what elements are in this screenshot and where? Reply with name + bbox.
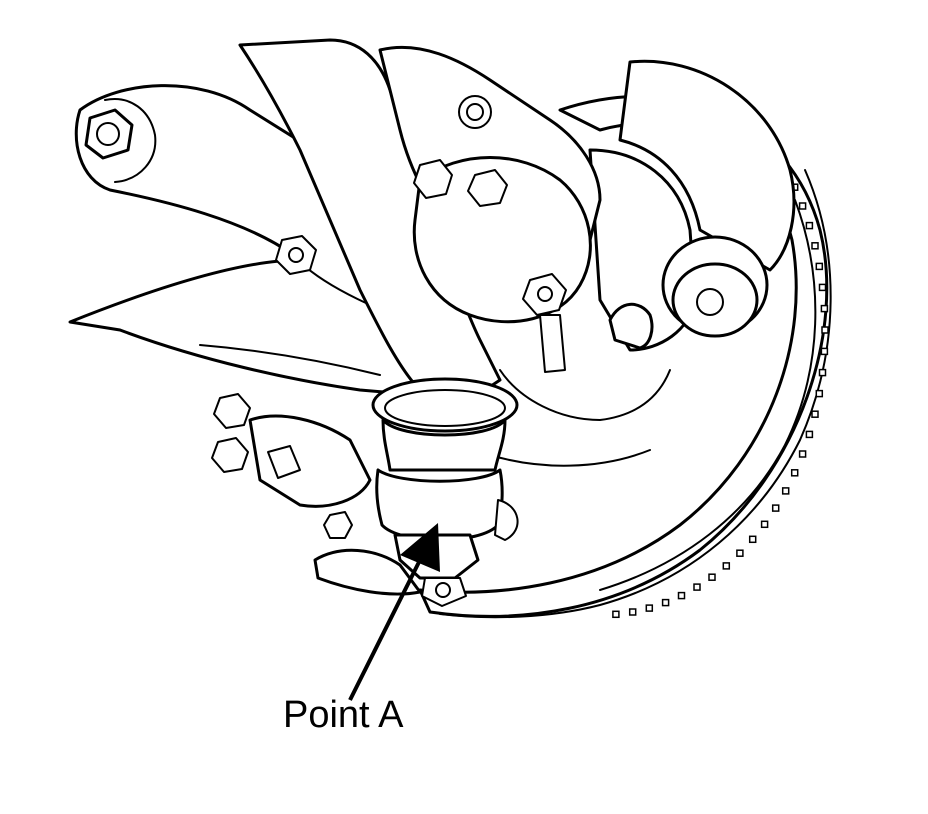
dust-shield [313,548,422,596]
brake-caliper [588,59,796,352]
rotor-vent-slot [798,450,807,458]
rotor-vent-slot [760,520,769,529]
point-a-label: Point A [283,694,404,736]
rotor-vent-slot [815,262,824,271]
mounting-bolts [211,235,372,539]
rotor-vent-slot [771,504,780,512]
rotor-vent-slot [677,591,686,600]
rotor-vent-slot [805,221,814,230]
rotor-vent-slot [736,549,744,557]
rotor-vent-slot [815,389,824,398]
rotor-vent-slot [820,347,829,356]
rotor-vent-slot [661,598,670,607]
rotor-vent-slot [818,368,827,377]
rotor-vent-slot [798,202,807,210]
rotor-vent-slot [645,604,654,612]
rotor-vent-slot [612,610,620,619]
rotor-vent-slot [818,283,827,292]
rotor-vent-slot [821,326,829,334]
rotor-vent-slot [811,242,819,250]
rotor-vent-slot [722,562,731,570]
rotor-vent-slot [693,583,701,591]
point-a-leader-arrow [348,523,440,701]
rotor-vent-slot [805,430,814,439]
rotor-vent-slot [820,304,829,313]
steering-knuckle [238,38,671,467]
rotor-vent-slot [708,573,716,581]
rotor-vent-slot [790,469,799,477]
rotor-vent-slot [628,608,637,616]
rotor-vent-slot [811,410,819,418]
rotor-vent-slot [781,487,790,495]
rotor-vent-slot [748,535,757,544]
